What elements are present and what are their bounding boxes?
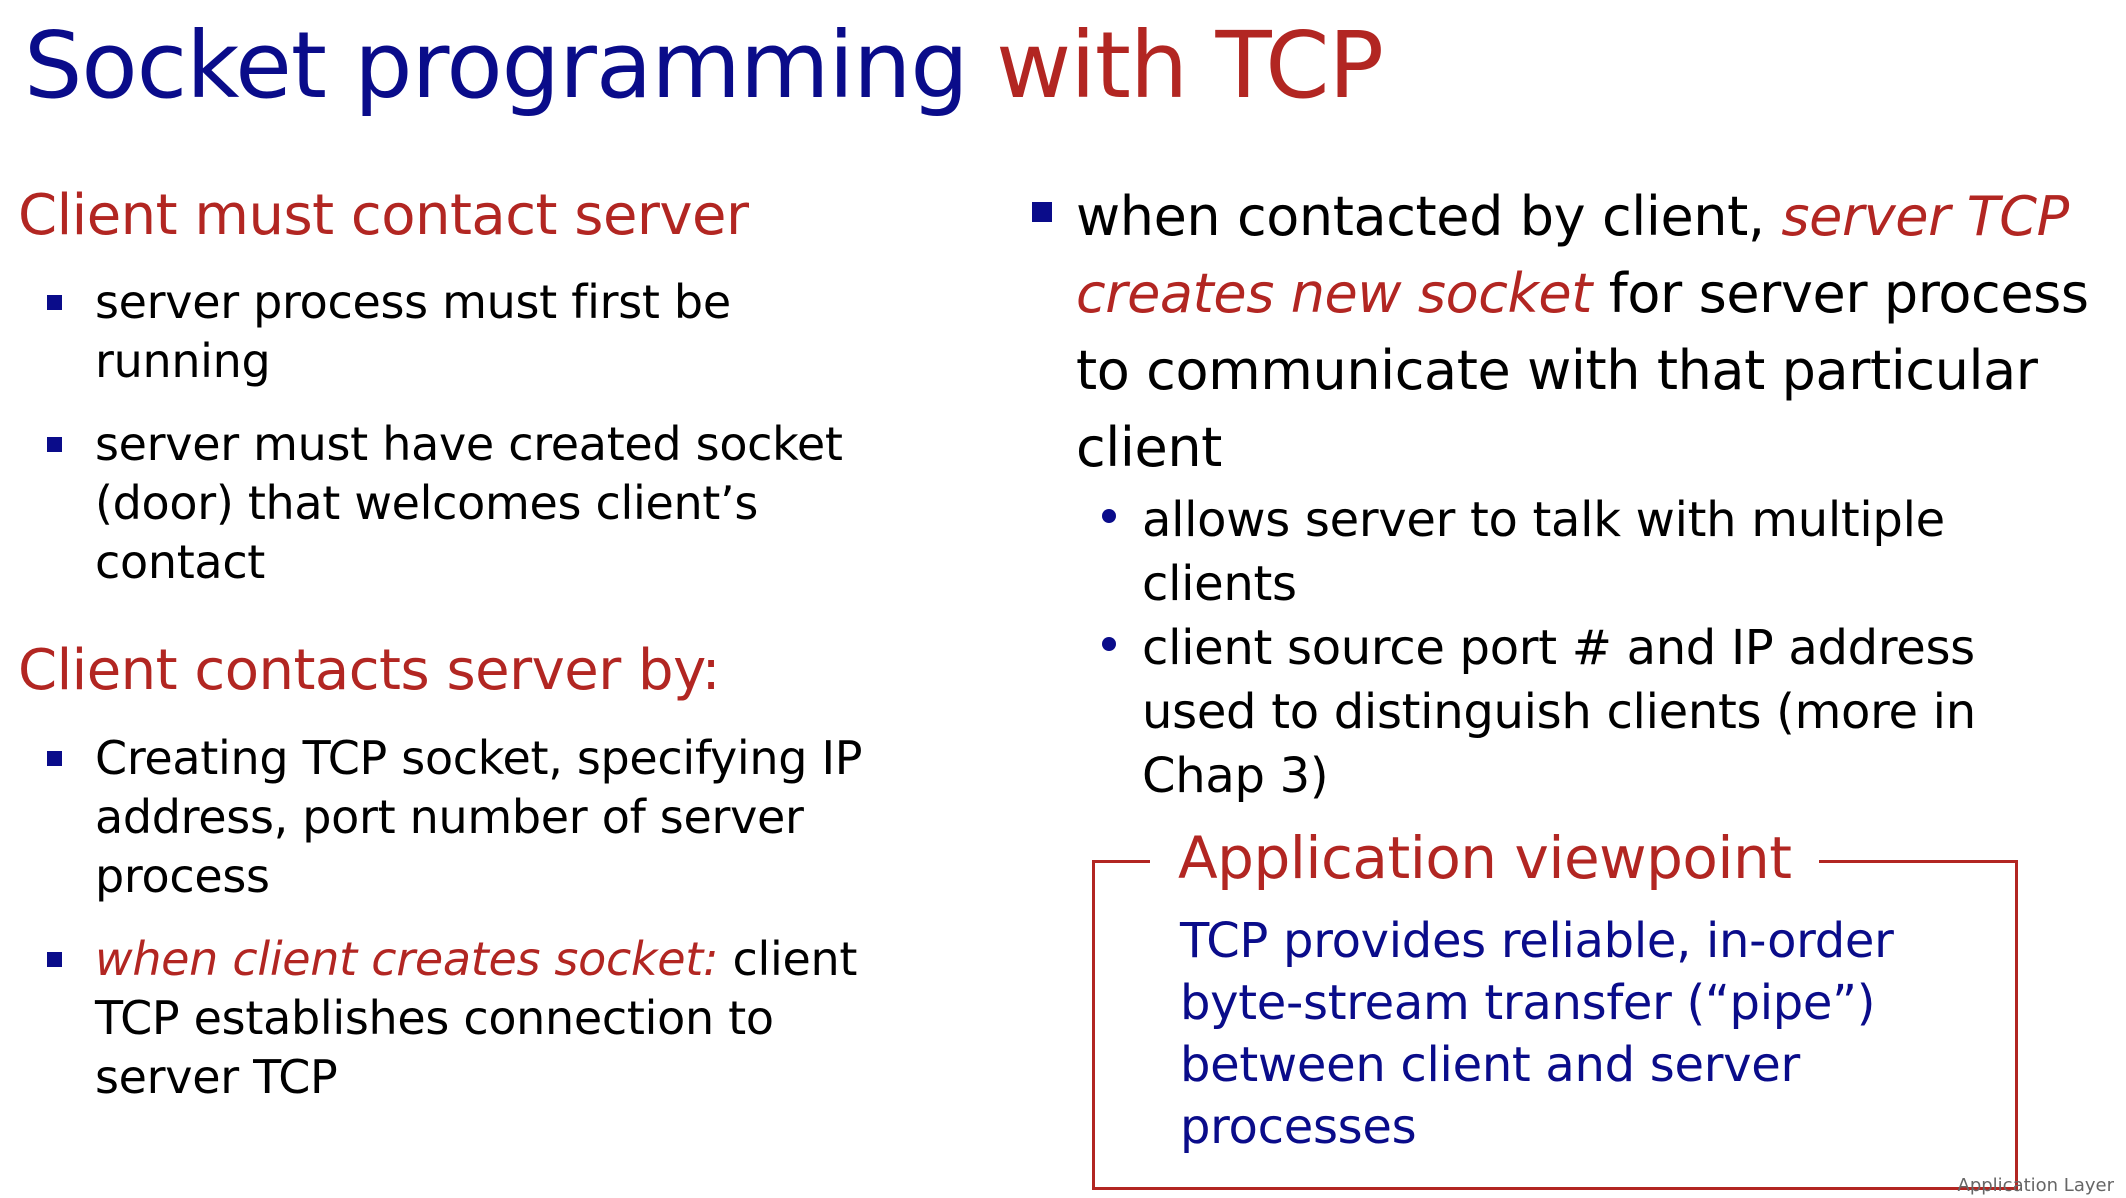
slide-footer: Application Layer — [1957, 1175, 2114, 1196]
heading-client-must-contact: Client must contact server — [18, 183, 749, 248]
list-item: client source port # and IP address used… — [1098, 616, 2092, 808]
list-client-must-contact: server process must first be running ser… — [30, 273, 910, 592]
square-bullet-icon — [47, 295, 62, 310]
main-text-pre: when contacted by client, — [1076, 185, 1782, 248]
slide-title: Socket programming with TCP — [24, 6, 1384, 126]
list-item-text: Creating TCP socket, specifying IP addre… — [95, 731, 863, 903]
main-text-post: for server process to communicate with t… — [1076, 262, 2089, 479]
application-viewpoint-title: Application viewpoint — [1150, 822, 1820, 894]
list-item-text: client source port # and IP address used… — [1142, 620, 1976, 804]
sublist: allows server to talk with multiple clie… — [1098, 488, 2092, 808]
list-item: server must have created socket (door) t… — [30, 415, 910, 592]
title-part-socket-programming: Socket programming — [24, 12, 997, 119]
list-item-text: server must have created socket (door) t… — [95, 417, 843, 589]
list-item: allows server to talk with multiple clie… — [1098, 488, 2092, 616]
right-column: when contacted by client, server TCP cre… — [1032, 178, 2092, 808]
list-item-italic-lead: when client creates socket: — [95, 932, 719, 986]
title-part-with-tcp: with TCP — [996, 12, 1384, 119]
heading-client-contacts-server: Client contacts server by: — [18, 638, 721, 703]
list-item-server-new-socket: when contacted by client, server TCP cre… — [1032, 178, 2092, 486]
list-client-contacts-server: Creating TCP socket, specifying IP addre… — [30, 729, 910, 1107]
square-bullet-icon — [47, 952, 62, 967]
round-bullet-icon — [1102, 509, 1116, 523]
square-bullet-icon — [47, 751, 62, 766]
square-bullet-icon — [47, 437, 62, 452]
application-viewpoint-body: TCP provides reliable, in-order byte-str… — [1180, 913, 1894, 1155]
list-item: server process must first be running — [30, 273, 910, 391]
list-item-text: client TCP establishes connection to ser… — [95, 932, 858, 1104]
main-text-italic: server TCP creates new socket — [1076, 185, 2069, 325]
square-bullet-icon — [1032, 202, 1052, 222]
list-item: Creating TCP socket, specifying IP addre… — [30, 729, 910, 906]
round-bullet-icon — [1102, 637, 1116, 651]
list-item-text: server process must first be running — [95, 275, 731, 388]
list-item: when client creates socket: client TCP e… — [30, 930, 910, 1107]
list-item-text: allows server to talk with multiple clie… — [1142, 492, 1945, 612]
